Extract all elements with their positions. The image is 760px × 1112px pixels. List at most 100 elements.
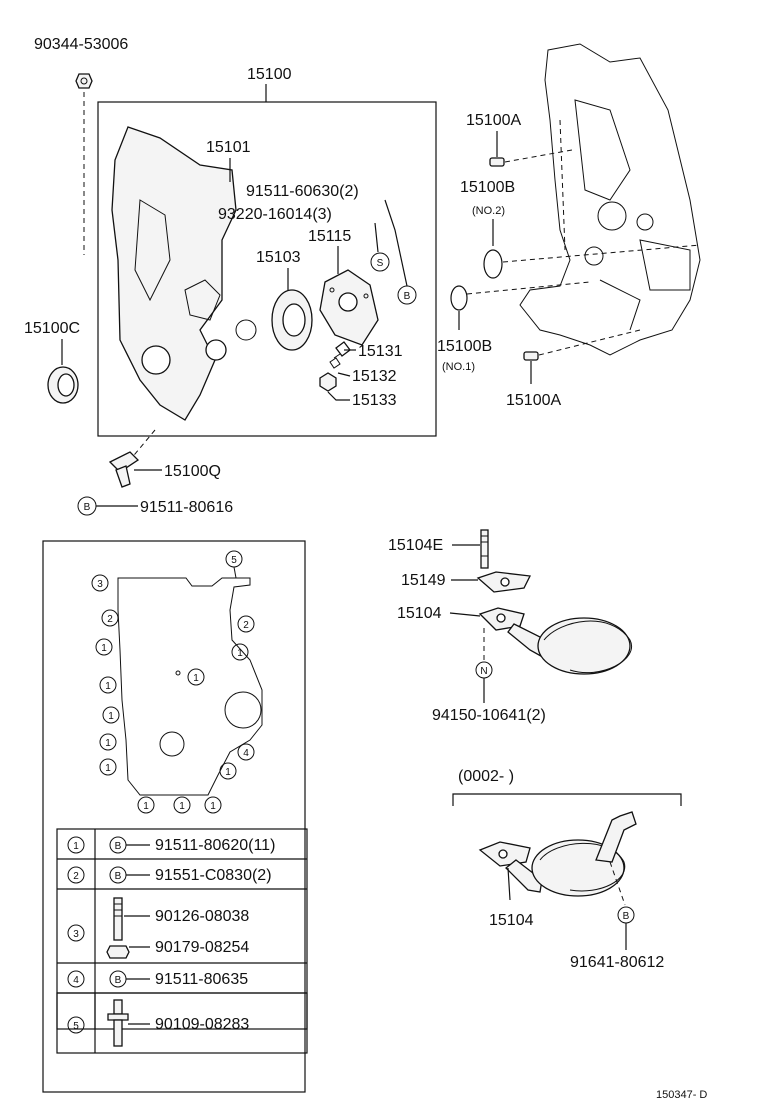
marker-n-text: N bbox=[480, 666, 487, 677]
row1-part: 91511-80620(11) bbox=[155, 837, 275, 854]
stud-bolt-part bbox=[108, 451, 140, 488]
label-15103[interactable]: 15103 bbox=[256, 249, 301, 266]
label-15100B-top[interactable]: 15100B bbox=[460, 179, 515, 196]
stud-bolt-icon bbox=[107, 999, 129, 1047]
dowel-pin-bottom bbox=[523, 351, 539, 361]
stud-icon bbox=[113, 897, 123, 941]
leader-15133 bbox=[327, 391, 350, 401]
label-93220-16014[interactable]: 93220-16014(3) bbox=[218, 206, 332, 223]
dowel-pin-top bbox=[489, 157, 505, 167]
table-row5-frame bbox=[56, 992, 308, 1054]
o-ring-no1 bbox=[450, 285, 468, 311]
nut-part bbox=[75, 73, 93, 89]
callout-1-k: 1 bbox=[210, 801, 216, 812]
label-range[interactable]: (0002- ) bbox=[458, 768, 514, 785]
row1-num: 1 bbox=[73, 841, 79, 852]
label-15100A-bot[interactable]: 15100A bbox=[506, 392, 561, 409]
callout-1-b: 1 bbox=[237, 648, 243, 659]
row3-part-b: 90179-08254 bbox=[155, 939, 249, 956]
table-row-1[interactable]: 1 B 91511-80620(11) bbox=[67, 836, 275, 854]
row2-part: 91551-C0830(2) bbox=[155, 867, 272, 884]
label-90344-53006[interactable]: 90344-53006 bbox=[34, 36, 128, 53]
callout-4: 4 bbox=[243, 748, 249, 759]
row1-marker: B bbox=[115, 841, 122, 852]
table-row-3[interactable]: 3 90126-08038 90179-08254 bbox=[67, 897, 249, 959]
label-no1[interactable]: (NO.1) bbox=[442, 361, 475, 373]
row3-num: 3 bbox=[73, 929, 79, 940]
row2-num: 2 bbox=[73, 871, 79, 882]
label-15149[interactable]: 15149 bbox=[401, 572, 446, 589]
gasket-part bbox=[117, 577, 263, 796]
leader-15132 bbox=[337, 372, 351, 377]
stud-15104E-part bbox=[480, 529, 489, 569]
row4-part: 91511-80635 bbox=[155, 971, 248, 988]
label-91511-80616[interactable]: 91511-80616 bbox=[140, 499, 233, 516]
table-row-2[interactable]: 2 B 91551-C0830(2) bbox=[67, 866, 272, 884]
callout-5: 5 bbox=[231, 555, 237, 566]
label-15100C[interactable]: 15100C bbox=[24, 320, 80, 337]
nut-icon bbox=[106, 945, 130, 959]
label-15100Q[interactable]: 15100Q bbox=[164, 463, 221, 480]
label-91511-60630[interactable]: 91511-60630(2) bbox=[246, 183, 359, 200]
label-15100[interactable]: 15100 bbox=[247, 66, 292, 83]
callout-3: 3 bbox=[97, 579, 103, 590]
leader-93220 bbox=[374, 222, 379, 253]
row5-part: 90109-08283 bbox=[155, 1016, 249, 1033]
pump-rotor-part bbox=[271, 289, 313, 351]
label-15133[interactable]: 15133 bbox=[352, 392, 397, 409]
row5-num: 5 bbox=[73, 1021, 79, 1032]
marker-s-text: S bbox=[377, 258, 384, 269]
dash-oring-no2 bbox=[502, 244, 701, 263]
oil-pump-cover-part bbox=[319, 269, 379, 346]
callout-1-h: 1 bbox=[225, 767, 231, 778]
table-row-4[interactable]: 4 B 91511-80635 bbox=[67, 970, 248, 988]
oil-seal-part bbox=[47, 366, 79, 404]
label-94150[interactable]: 94150-10641(2) bbox=[432, 707, 546, 724]
label-15100B-bot[interactable]: 15100B bbox=[437, 338, 492, 355]
callout-2-right: 2 bbox=[243, 620, 249, 631]
leader-15104-b bbox=[507, 867, 511, 901]
callout-1-d: 1 bbox=[105, 681, 111, 692]
table-row-5[interactable]: 5 90109-08283 bbox=[67, 999, 249, 1047]
label-91641[interactable]: 91641-80612 bbox=[570, 954, 664, 971]
callout-1-f: 1 bbox=[105, 738, 111, 749]
callout-1-i: 1 bbox=[143, 801, 149, 812]
marker-s bbox=[370, 252, 390, 272]
block-dash-line bbox=[559, 119, 566, 251]
assembly-frame bbox=[97, 101, 437, 437]
row3-part-a: 90126-08038 bbox=[155, 908, 249, 925]
callout-1-e: 1 bbox=[108, 711, 114, 722]
timing-cover-part bbox=[111, 126, 257, 421]
engine-block-part bbox=[519, 43, 701, 356]
label-15131[interactable]: 15131 bbox=[358, 343, 403, 360]
dash-dowel-top bbox=[504, 149, 573, 163]
label-no2[interactable]: (NO.2) bbox=[472, 205, 505, 217]
oil-strainer-late-part bbox=[478, 811, 637, 897]
row4-marker: B bbox=[115, 975, 122, 986]
row2-marker: B bbox=[115, 871, 122, 882]
gasket-callouts: 5 3 2 2 1 1 1 1 1 1 4 1 1 1 1 1 bbox=[91, 550, 255, 814]
callout-1-g: 1 bbox=[105, 763, 111, 774]
o-ring-no2 bbox=[483, 249, 503, 279]
marker-b-bolt-text: B bbox=[404, 291, 411, 302]
label-15132[interactable]: 15132 bbox=[352, 368, 397, 385]
leader-91511-60630 bbox=[384, 199, 408, 287]
marker-b-bolt bbox=[397, 285, 417, 305]
label-15104E[interactable]: 15104E bbox=[388, 537, 443, 554]
callout-1-c: 1 bbox=[193, 673, 199, 684]
callout-2-left: 2 bbox=[107, 614, 113, 625]
range-bracket bbox=[452, 793, 682, 806]
marker-b-stud-text: B bbox=[84, 502, 91, 513]
callout-1-j: 1 bbox=[179, 801, 185, 812]
label-15104-b[interactable]: 15104 bbox=[489, 912, 534, 929]
dash-strainer-bolt bbox=[609, 861, 626, 906]
row4-num: 4 bbox=[73, 975, 79, 986]
callout-1-a: 1 bbox=[101, 643, 107, 654]
label-15101[interactable]: 15101 bbox=[206, 139, 251, 156]
label-15100A-top[interactable]: 15100A bbox=[466, 112, 521, 129]
strainer-gasket-part bbox=[476, 571, 531, 593]
label-15104-a[interactable]: 15104 bbox=[397, 605, 442, 622]
dash-oring-no1 bbox=[466, 281, 591, 295]
label-15115[interactable]: 15115 bbox=[308, 228, 351, 245]
